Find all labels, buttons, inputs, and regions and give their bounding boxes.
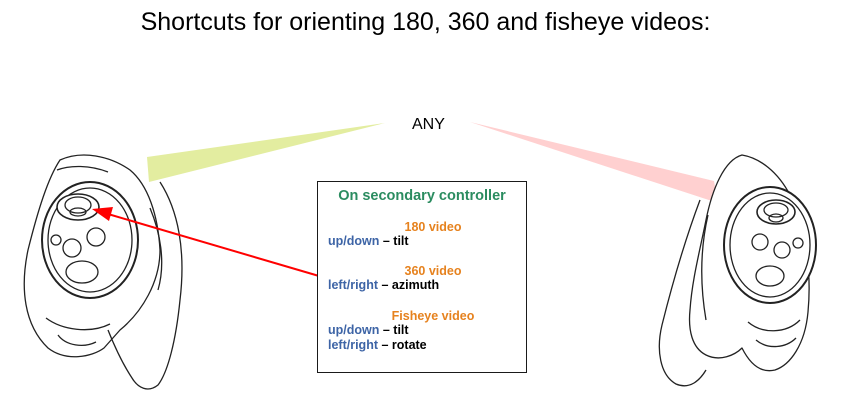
right-beam xyxy=(470,122,718,203)
pointer-arrow xyxy=(92,207,320,277)
section-fisheye: Fisheye video up/down – tilt left/right … xyxy=(328,309,518,353)
section-title: 180 video xyxy=(404,220,462,234)
right-controller xyxy=(658,154,817,387)
shortcut-action: azimuth xyxy=(391,278,440,292)
shortcut-line: up/down – tilt xyxy=(328,323,518,338)
shortcut-line: up/down – tilt xyxy=(328,234,518,249)
shortcut-action: rotate xyxy=(391,338,427,352)
shortcut-separator: – xyxy=(379,323,394,337)
shortcut-key: left/right xyxy=(328,338,378,352)
shortcut-line: left/right – azimuth xyxy=(328,278,518,293)
shortcut-action: tilt xyxy=(393,323,409,337)
shortcut-separator: – xyxy=(378,338,392,352)
shortcut-key: up/down xyxy=(328,323,380,337)
section-title: 360 video xyxy=(404,264,462,278)
section-180: 180 video up/down – tilt xyxy=(328,220,518,249)
shortcut-info-box: On secondary controller 180 video up/dow… xyxy=(317,181,527,373)
page-title: Shortcuts for orienting 180, 360 and fis… xyxy=(140,8,711,36)
section-title: Fisheye video xyxy=(391,309,475,323)
section-360: 360 video left/right – azimuth xyxy=(328,264,518,293)
shortcut-separator: – xyxy=(379,234,394,248)
left-beam xyxy=(147,123,385,182)
info-box-title: On secondary controller xyxy=(338,188,506,204)
shortcut-key: up/down xyxy=(328,234,380,248)
shortcut-separator: – xyxy=(378,278,392,292)
left-controller xyxy=(23,154,183,390)
shortcut-line: left/right – rotate xyxy=(328,338,518,353)
shortcut-action: tilt xyxy=(393,234,409,248)
shortcut-key: left/right xyxy=(328,278,378,292)
any-label: ANY xyxy=(412,116,445,133)
